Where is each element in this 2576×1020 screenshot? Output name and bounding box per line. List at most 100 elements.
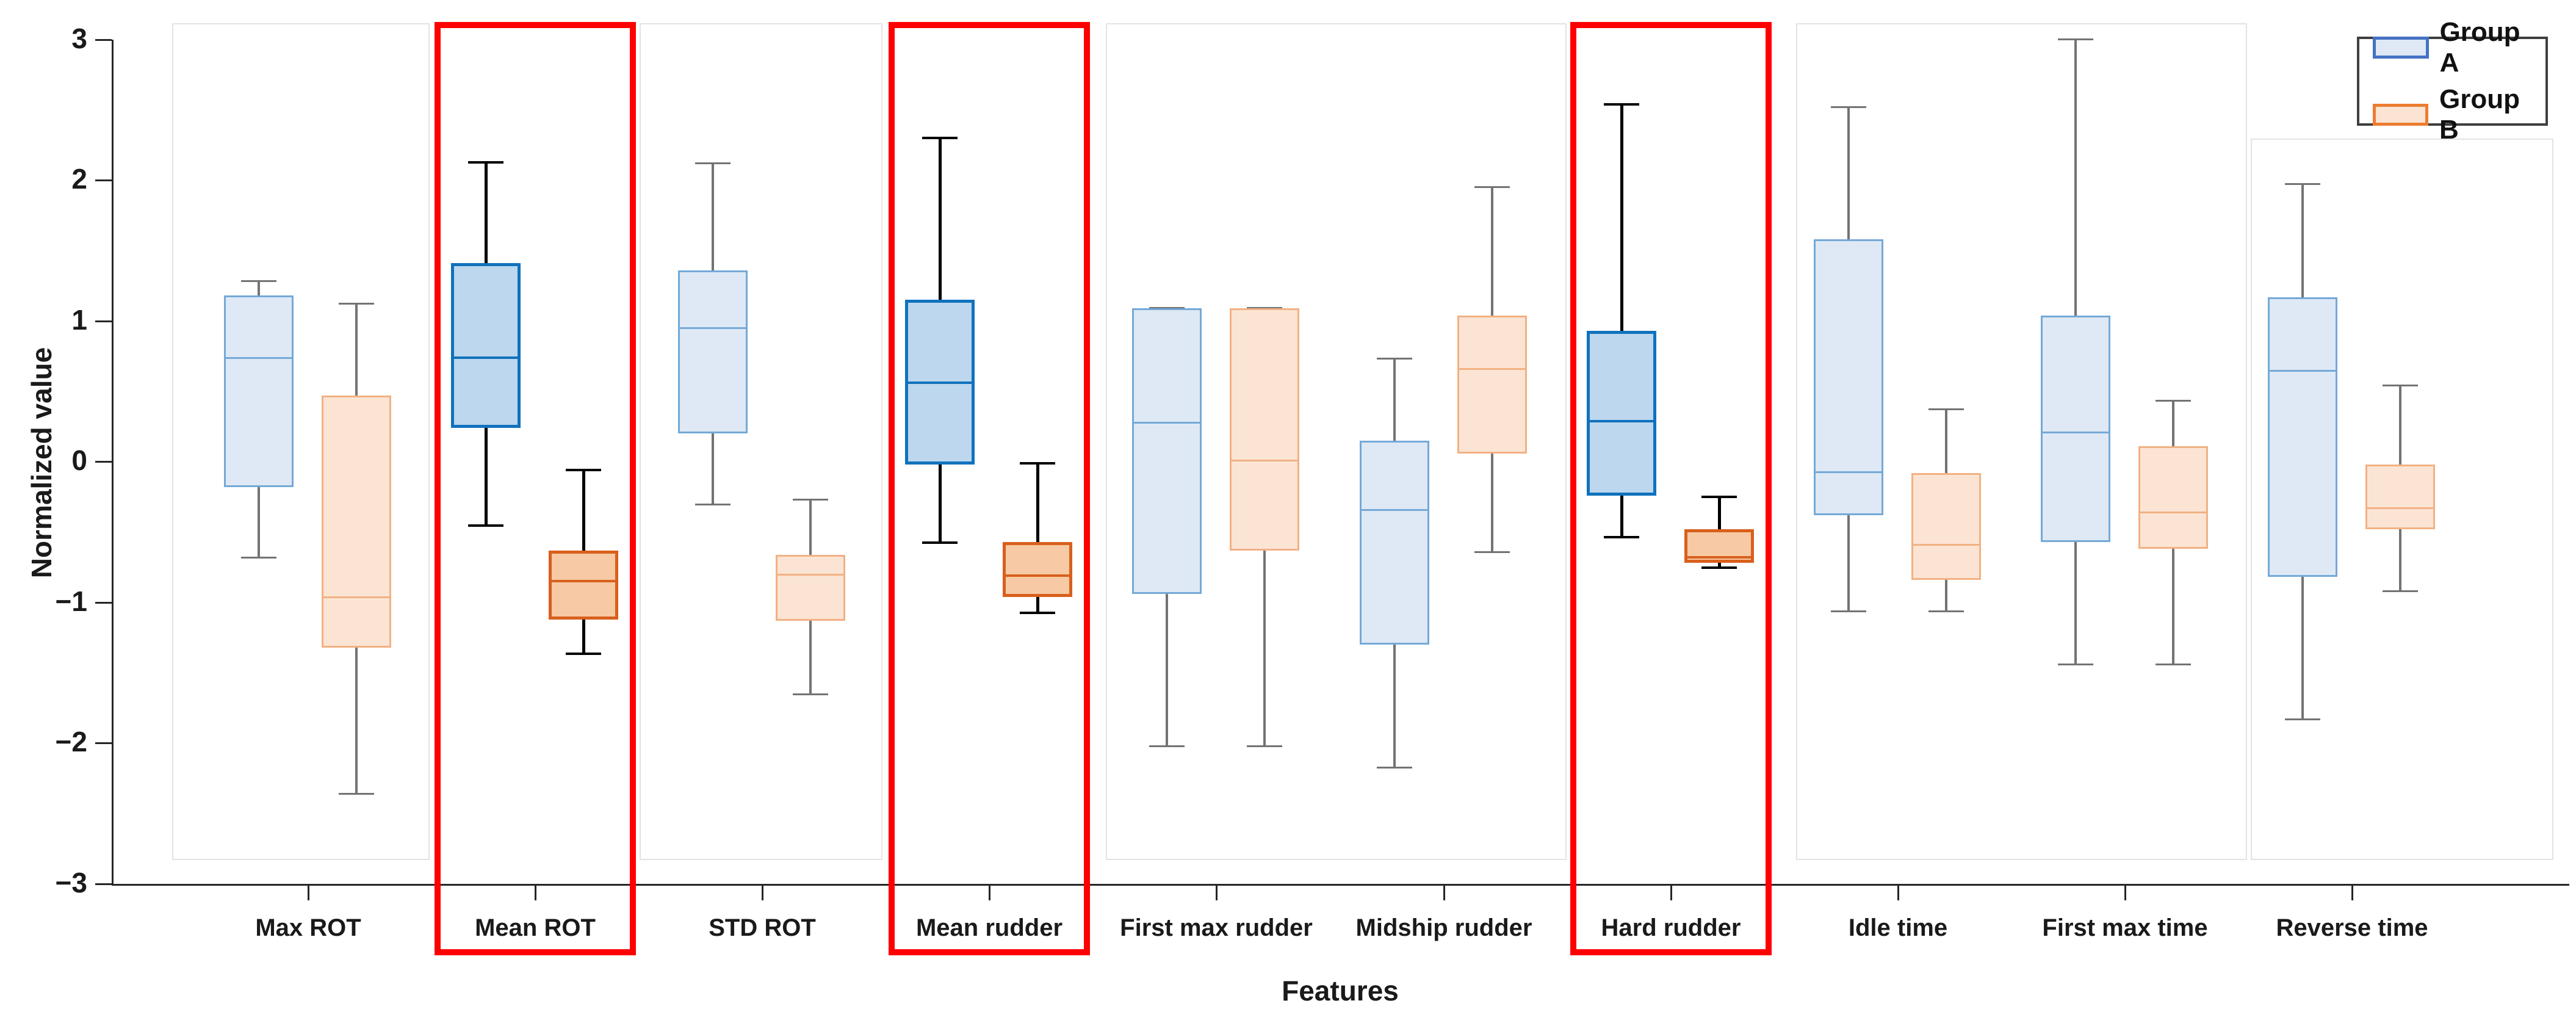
x-tick-mark-midship-rudder	[1443, 884, 1445, 900]
whisker-cap-high-b-mean-rot	[566, 469, 601, 471]
group-b-swatch-icon	[2373, 104, 2429, 126]
whisker-lower-b-mean-rot	[582, 620, 585, 653]
median-b-std-rot	[777, 574, 843, 576]
median-b-midship-rudder	[1459, 368, 1525, 370]
whisker-cap-high-a-mean-rot	[468, 161, 503, 164]
whisker-lower-a-midship-rudder	[1393, 645, 1396, 767]
category-label-first-max-rudder: First max rudder	[1120, 914, 1313, 941]
y-tick-label-0: 0	[71, 444, 87, 476]
whisker-upper-a-max-rot	[258, 281, 260, 295]
median-b-first-max-rudder	[1232, 460, 1297, 461]
whisker-cap-high-b-mean-rudder	[1020, 462, 1055, 465]
highlight-rect-hard-rudder	[1570, 22, 1772, 955]
box-b-std-rot	[776, 555, 845, 621]
whisker-upper-b-idle-time	[1945, 410, 1947, 473]
whisker-cap-low-a-first-max-time	[2058, 664, 2093, 665]
box-a-hard-rudder	[1587, 331, 1656, 496]
y-tick-mark-1	[95, 320, 112, 322]
median-a-std-rot	[680, 327, 746, 329]
median-a-mean-rot	[454, 356, 518, 359]
whisker-cap-low-b-std-rot	[793, 693, 828, 695]
whisker-upper-a-midship-rudder	[1393, 359, 1396, 441]
median-b-max-rot	[323, 596, 389, 598]
whisker-lower-a-std-rot	[712, 433, 714, 504]
whisker-lower-b-mean-rudder	[1036, 597, 1039, 612]
y-axis-spine	[112, 40, 114, 884]
whisker-upper-a-first-max-time	[2074, 40, 2077, 316]
box-b-mean-rudder	[1003, 542, 1072, 597]
background-panel-2	[640, 23, 882, 860]
median-b-mean-rot	[552, 580, 615, 582]
box-b-first-max-rudder	[1230, 308, 1299, 551]
x-tick-mark-idle-time	[1897, 884, 1899, 900]
whisker-lower-b-first-max-rudder	[1263, 551, 1266, 746]
whisker-lower-b-hard-rudder	[1717, 563, 1721, 567]
whisker-cap-low-a-max-rot	[241, 557, 276, 559]
category-label-idle-time: Idle time	[1848, 914, 1948, 941]
y-tick-label--2: −2	[55, 726, 87, 758]
whisker-cap-low-a-mean-rudder	[922, 541, 958, 544]
box-b-first-max-time	[2138, 446, 2208, 549]
y-tick-mark-2	[95, 179, 112, 181]
whisker-cap-high-b-first-max-rudder	[1247, 307, 1282, 309]
box-a-midship-rudder	[1360, 441, 1429, 645]
x-tick-mark-reverse-time	[2351, 884, 2353, 900]
median-b-mean-rudder	[1006, 574, 1069, 577]
x-tick-mark-std-rot	[762, 884, 763, 900]
whisker-cap-low-b-first-max-time	[2156, 664, 2191, 665]
group-a-swatch-icon	[2373, 37, 2429, 59]
whisker-cap-high-a-idle-time	[1831, 106, 1866, 108]
whisker-cap-low-b-hard-rudder	[1701, 566, 1737, 569]
whisker-upper-b-max-rot	[355, 304, 358, 396]
highlight-rect-mean-rudder	[889, 22, 1090, 955]
whisker-cap-low-a-mean-rot	[468, 524, 503, 527]
box-b-mean-rot	[549, 551, 618, 620]
box-b-midship-rudder	[1457, 316, 1527, 454]
median-a-hard-rudder	[1590, 420, 1653, 422]
whisker-upper-b-midship-rudder	[1491, 187, 1493, 316]
y-tick-mark-3	[95, 39, 112, 41]
whisker-cap-high-a-hard-rudder	[1604, 103, 1639, 106]
whisker-cap-high-b-midship-rudder	[1474, 186, 1510, 188]
whisker-cap-low-b-first-max-rudder	[1247, 745, 1282, 747]
whisker-cap-high-a-mean-rudder	[922, 137, 958, 139]
category-label-mean-rot: Mean ROT	[475, 914, 596, 941]
y-tick-label-3: 3	[71, 23, 87, 54]
whisker-lower-a-first-max-time	[2074, 542, 2077, 664]
legend-label-group-b: Group B	[2439, 84, 2520, 145]
whisker-lower-b-std-rot	[809, 621, 812, 694]
whisker-cap-low-b-midship-rudder	[1474, 551, 1510, 553]
legend-label-group-a: Group A	[2439, 17, 2520, 78]
x-axis-label: Features	[1282, 975, 1399, 1007]
whisker-cap-low-a-hard-rudder	[1604, 536, 1639, 538]
whisker-cap-low-b-max-rot	[339, 793, 374, 795]
legend-entry-group-b: Group B	[2359, 84, 2545, 145]
median-a-max-rot	[226, 357, 292, 359]
whisker-cap-high-b-reverse-time	[2383, 385, 2418, 386]
median-a-reverse-time	[2270, 370, 2336, 372]
median-b-idle-time	[1913, 544, 1979, 546]
whisker-cap-high-a-first-max-rudder	[1149, 307, 1185, 309]
box-a-max-rot	[224, 295, 294, 487]
whisker-lower-b-reverse-time	[2399, 529, 2401, 591]
whisker-cap-low-b-reverse-time	[2383, 590, 2418, 592]
whisker-cap-high-a-max-rot	[241, 280, 276, 282]
category-label-reverse-time: Reverse time	[2276, 914, 2428, 941]
whisker-cap-low-b-mean-rudder	[1020, 612, 1055, 614]
whisker-lower-a-idle-time	[1847, 515, 1850, 611]
median-a-mean-rudder	[908, 382, 972, 384]
y-tick-label--1: −1	[55, 585, 87, 617]
whisker-lower-a-reverse-time	[2301, 577, 2304, 719]
x-tick-mark-first-max-time	[2124, 884, 2126, 900]
whisker-cap-high-b-max-rot	[339, 303, 374, 305]
whisker-cap-low-a-idle-time	[1831, 610, 1866, 612]
whisker-cap-low-a-midship-rudder	[1377, 767, 1412, 769]
box-b-max-rot	[322, 396, 391, 648]
whisker-cap-low-a-first-max-rudder	[1149, 745, 1185, 747]
whisker-lower-a-first-max-rudder	[1166, 594, 1168, 746]
whisker-cap-low-b-mean-rot	[566, 653, 601, 655]
whisker-upper-b-mean-rot	[582, 470, 585, 551]
x-axis-line	[112, 884, 2569, 886]
whisker-cap-high-b-first-max-time	[2156, 400, 2191, 402]
